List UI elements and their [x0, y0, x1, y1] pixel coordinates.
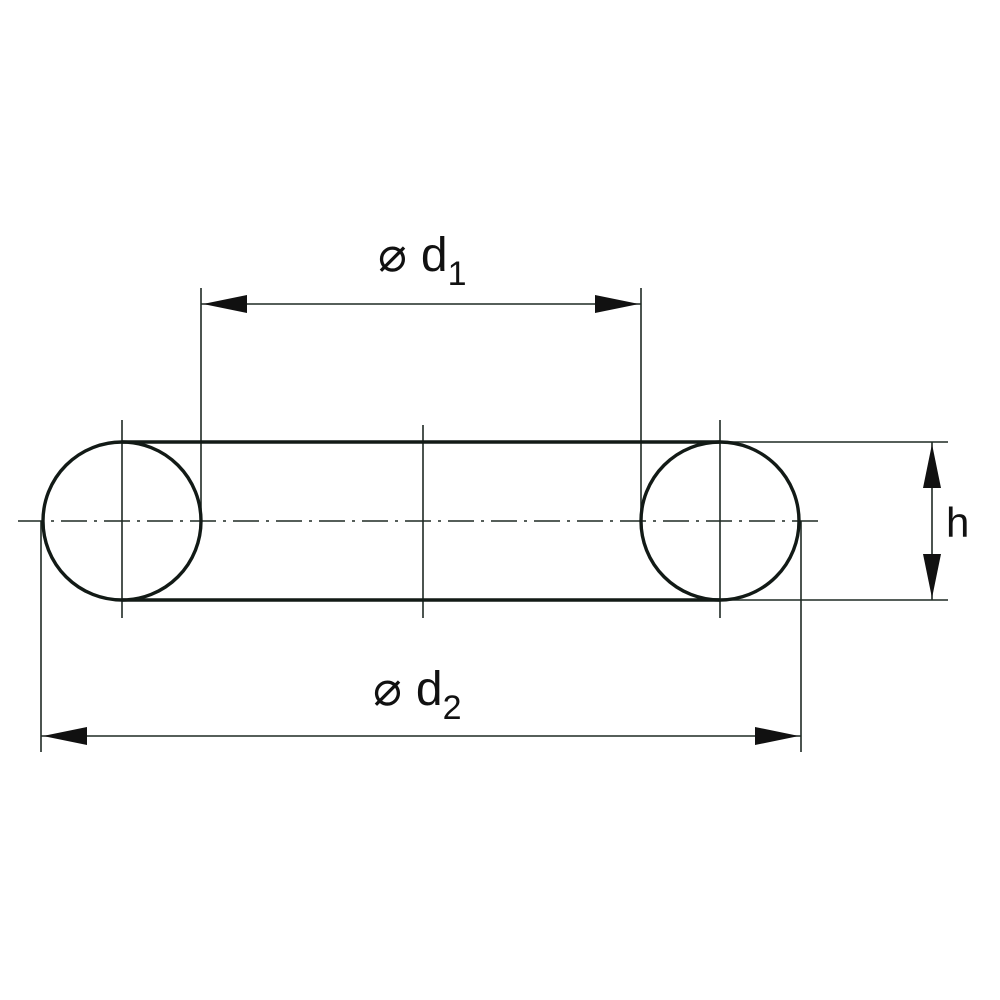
- d2-diameter-symbol: ⌀: [373, 663, 402, 716]
- d1-letter: d: [421, 229, 448, 282]
- d1-arrow-left: [203, 295, 247, 313]
- d1-label: ⌀ d1: [378, 229, 467, 293]
- d1-diameter-symbol: ⌀: [378, 229, 407, 282]
- d1-subscript: 1: [448, 255, 467, 293]
- h-label: h: [946, 499, 969, 546]
- d2-subscript: 2: [443, 689, 462, 727]
- d2-arrow-left: [43, 727, 87, 745]
- d2-arrow-right: [755, 727, 799, 745]
- d1-arrow-right: [595, 295, 639, 313]
- right-cross-section-circle: [639, 440, 801, 602]
- h-arrow-bottom: [923, 554, 941, 598]
- h-arrow-top: [923, 444, 941, 488]
- d2-label: ⌀ d2: [373, 663, 462, 727]
- d2-letter: d: [416, 663, 443, 716]
- left-cross-section-circle: [41, 440, 203, 602]
